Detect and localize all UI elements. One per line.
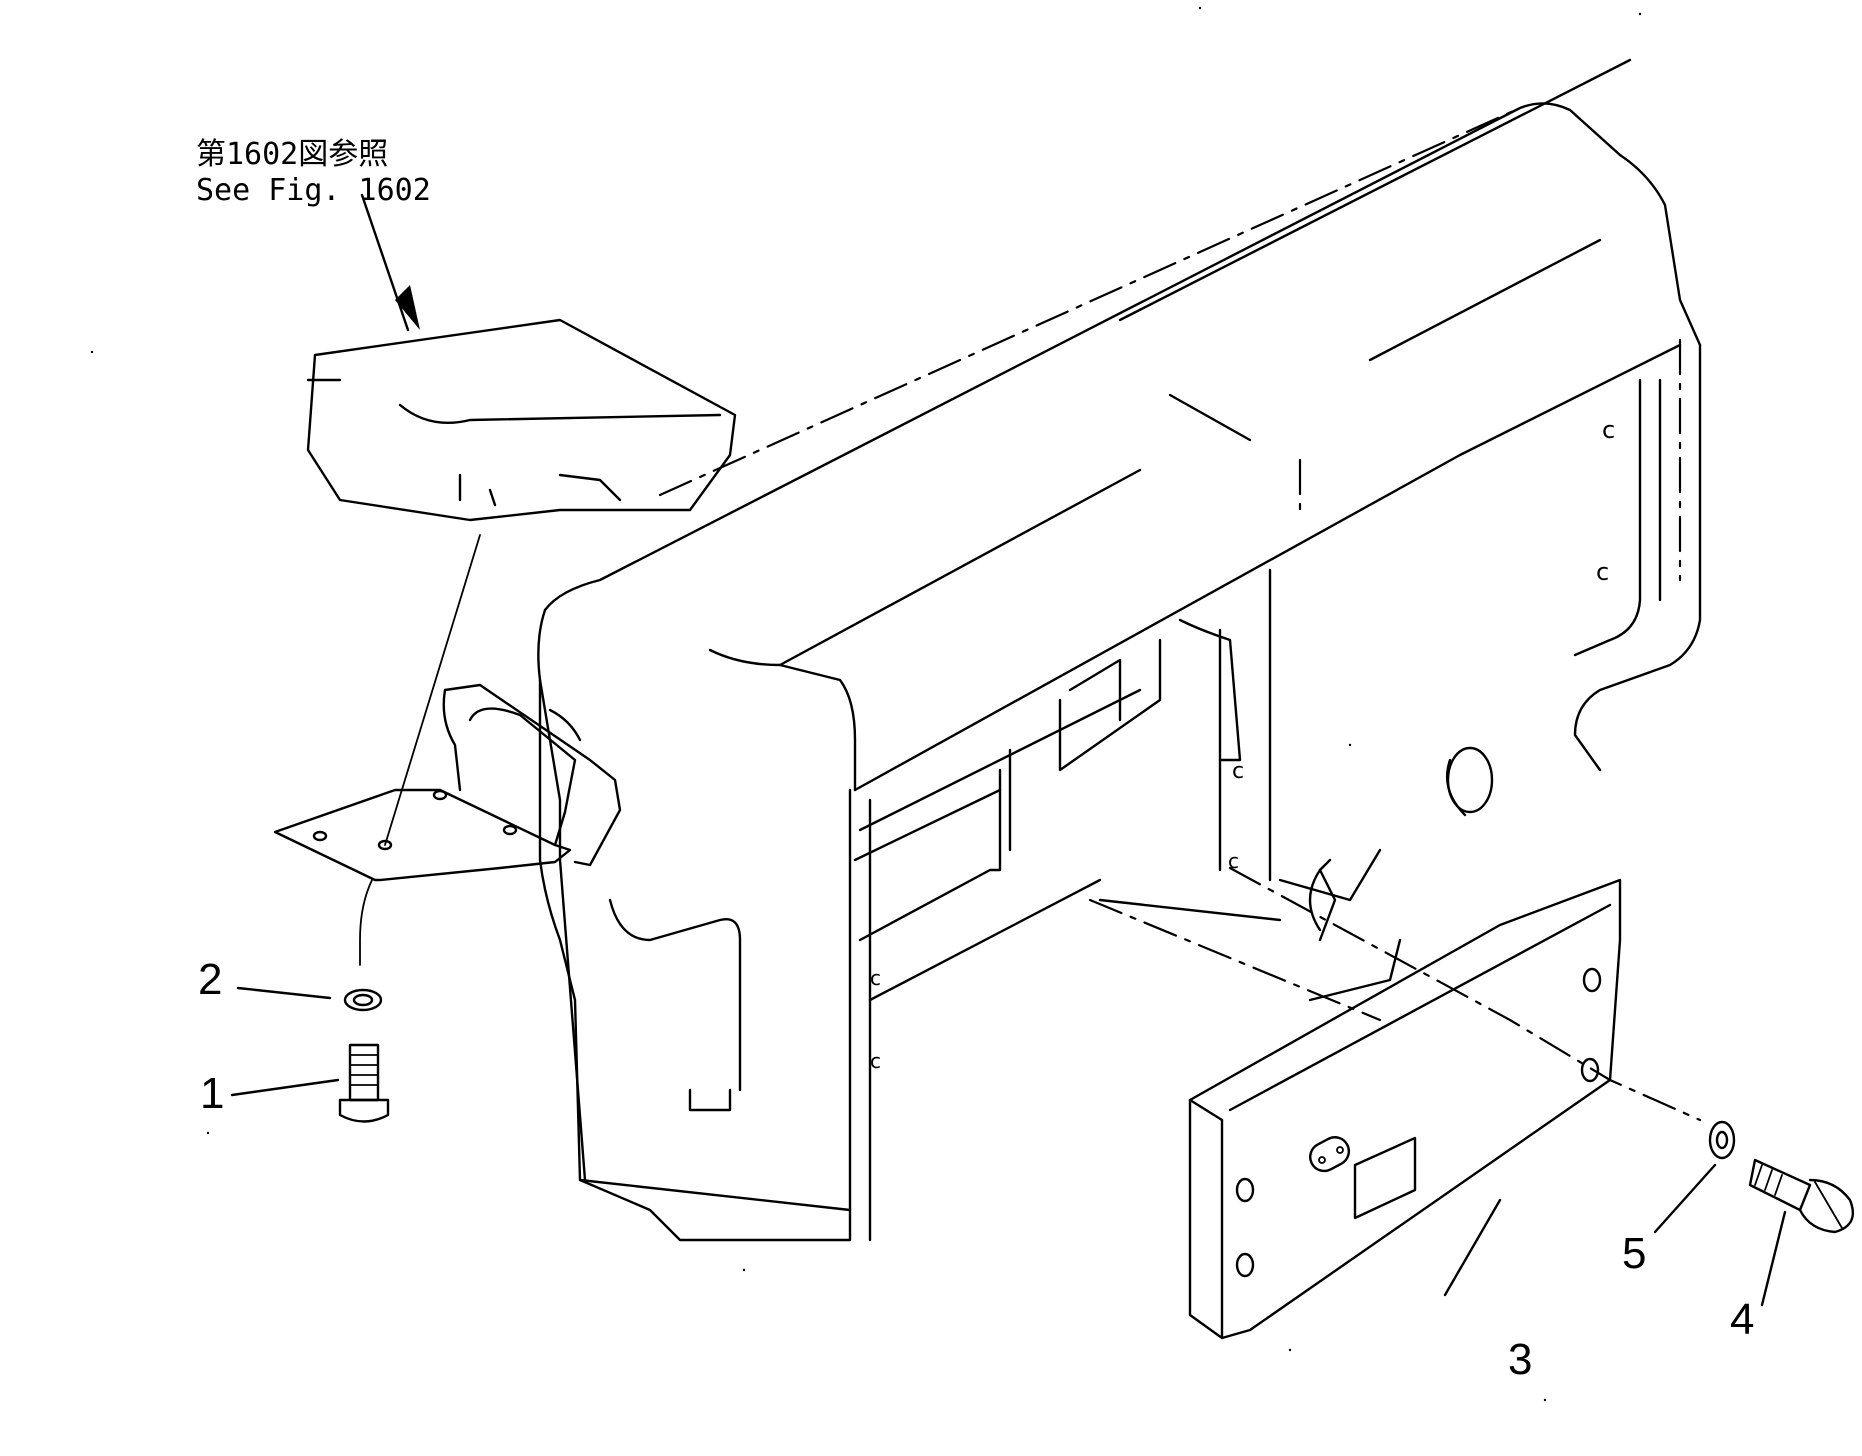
part-4-bolt (1748, 1158, 1855, 1234)
reference-arrow (360, 193, 420, 332)
svg-text:c: c (1596, 558, 1609, 586)
assembly-lines (359, 534, 1702, 1122)
part-5-washer (1708, 1120, 1736, 1160)
callout-2: 2 (198, 955, 223, 1004)
part-2-washer (343, 988, 383, 1012)
svg-text:c: c (870, 966, 881, 990)
callout-1: 1 (200, 1069, 225, 1118)
part-1-bolt (338, 1043, 390, 1123)
mounting-bracket (273, 683, 622, 882)
callout-5: 5 (1622, 1229, 1647, 1278)
callout-4: 4 (1730, 1295, 1755, 1344)
svg-text:c: c (870, 1049, 881, 1073)
reference-label-jp: 第1602図参照 (196, 137, 389, 172)
scan-specks (90, 6, 1642, 1402)
part-3-panel (1188, 878, 1622, 1340)
callout-leaders (230, 986, 1787, 1307)
callout-3: 3 (1508, 1335, 1533, 1384)
reference-label-en: See Fig. 1602 (196, 173, 431, 208)
main-frame: c c c c c c (537, 58, 1702, 1242)
svg-text:c: c (1602, 416, 1615, 444)
svg-text:c: c (1228, 849, 1239, 873)
seat-cushion (306, 318, 737, 522)
svg-text:c: c (1232, 759, 1244, 784)
